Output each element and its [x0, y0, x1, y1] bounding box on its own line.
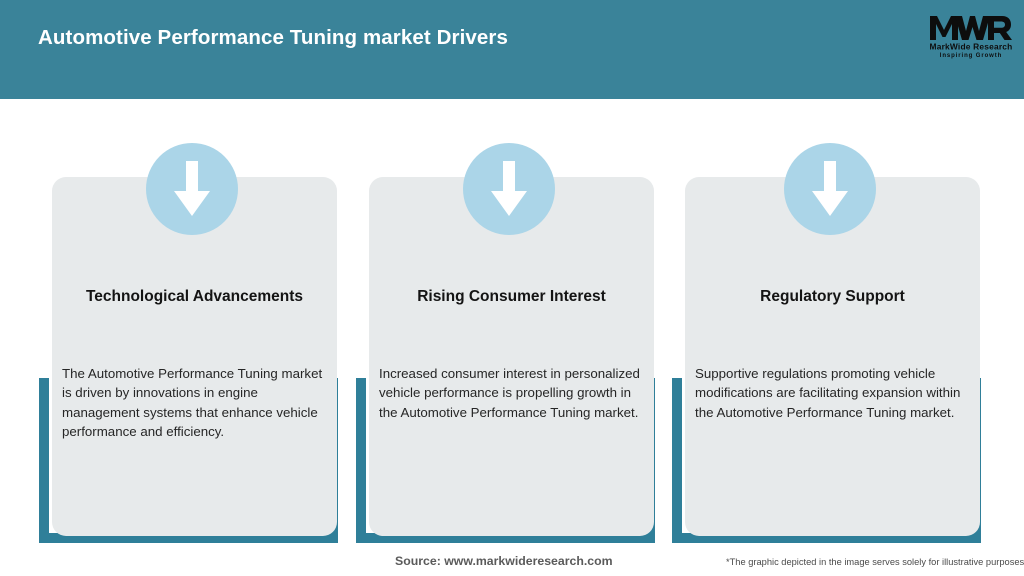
card-accent-bottom-bar [672, 533, 981, 543]
svg-text:MarkWide Research: MarkWide Research [930, 42, 1013, 52]
card-title: Regulatory Support [760, 288, 905, 305]
card-title: Rising Consumer Interest [417, 288, 606, 305]
card-panel: Technological Advancements The Automotiv… [52, 177, 337, 536]
card-accent-left-bar [39, 378, 49, 543]
card-accent-left-bar [356, 378, 366, 543]
card-body-text: The Automotive Performance Tuning market… [62, 366, 323, 439]
arrow-down-icon [146, 143, 238, 235]
svg-text:Inspiring Growth: Inspiring Growth [940, 53, 1002, 59]
arrow-down-icon [463, 143, 555, 235]
card-body-text: Increased consumer interest in personali… [379, 366, 640, 420]
card-title: Technological Advancements [85, 288, 304, 305]
card-panel: Rising Consumer Interest Increased consu… [369, 177, 654, 536]
card-accent-bottom-bar [356, 533, 655, 543]
header-bar: Automotive Performance Tuning market Dri… [0, 0, 1024, 99]
card-accent-left-bar [672, 378, 682, 543]
card-panel: Regulatory Support Supportive regulation… [685, 177, 980, 536]
card-accent-bottom-bar [39, 533, 338, 543]
page-title: Automotive Performance Tuning market Dri… [38, 26, 508, 49]
markwide-research-logo: MarkWide Research Inspiring Growth [928, 10, 1014, 60]
source-attribution: Source: www.markwideresearch.com [395, 554, 613, 568]
arrow-down-icon [784, 143, 876, 235]
illustrative-disclaimer: *The graphic depicted in the image serve… [726, 557, 1024, 567]
card-body-text: Supportive regulations promoting vehicle… [695, 366, 961, 420]
